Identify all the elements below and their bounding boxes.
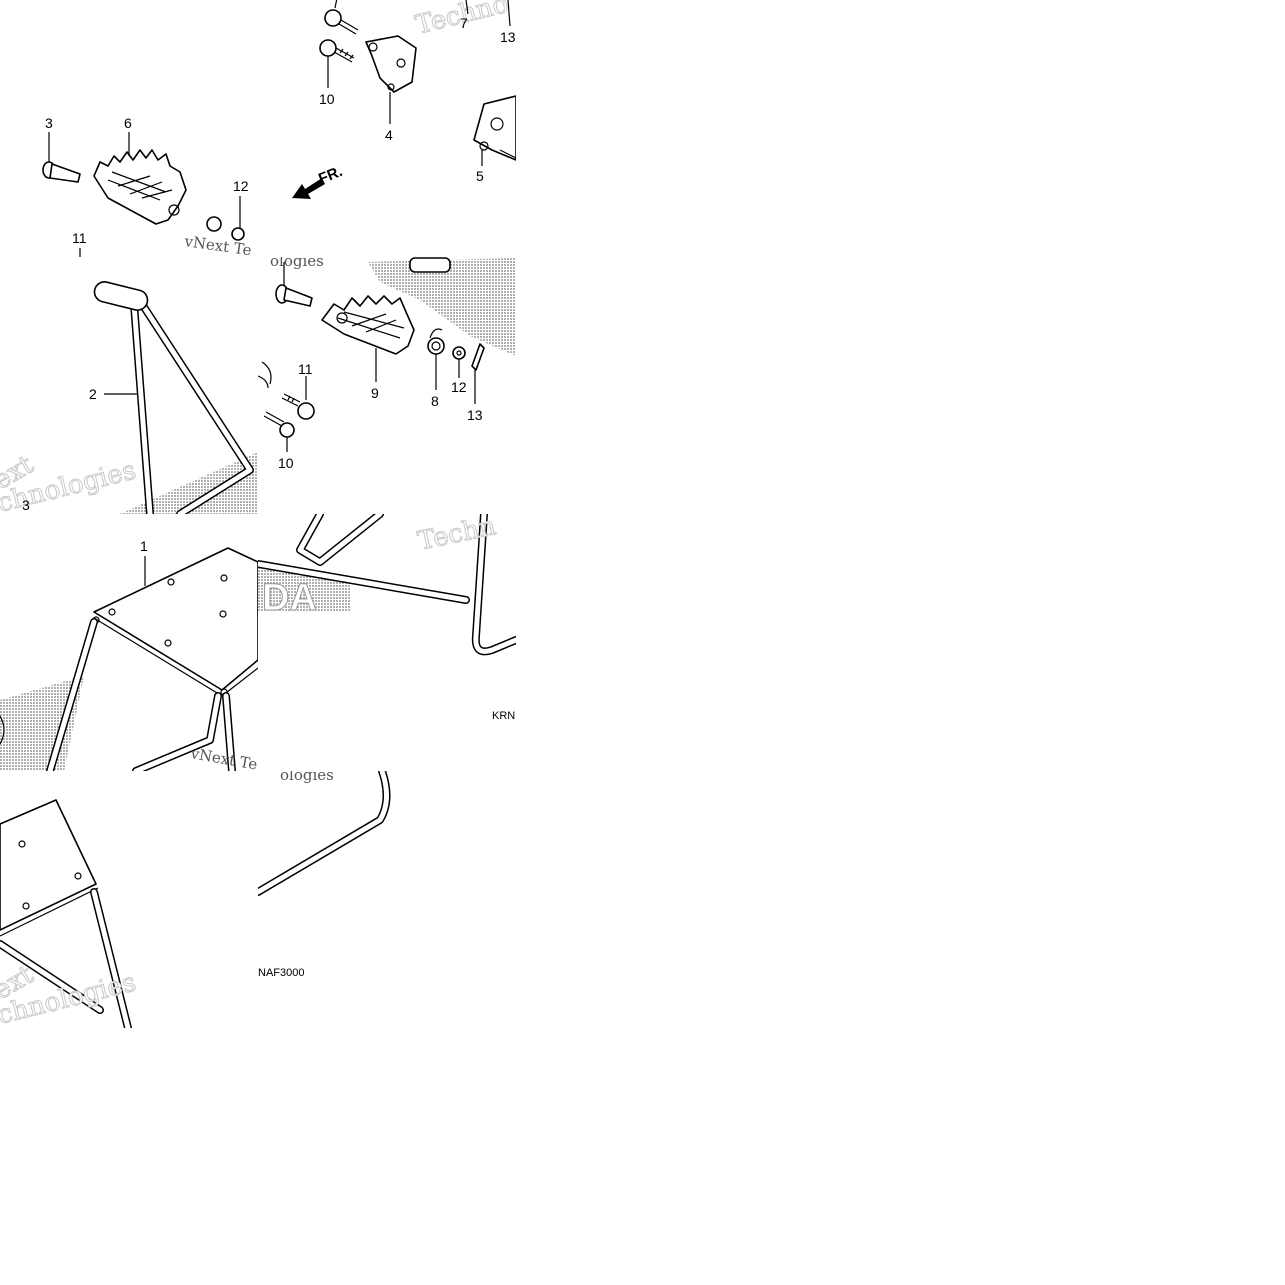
cotter-pin-13 — [471, 343, 485, 404]
tile-stand-frame-bottom: ologies NAF3000 — [258, 766, 391, 979]
watermark-text: Techn — [415, 511, 499, 557]
callout-1: 1 — [140, 538, 148, 554]
footpeg-bracket-4 — [365, 35, 417, 124]
watermark-text: ologies — [280, 766, 334, 784]
watermark-text: Techno — [412, 0, 511, 41]
stand-top-plate-1 — [92, 547, 258, 697]
callout-4: 4 — [385, 127, 393, 143]
stand-base-plate — [0, 799, 99, 937]
stand-base-rail — [258, 771, 391, 896]
callout-7: 7 — [460, 15, 468, 31]
front-direction-arrow: FR. — [292, 163, 345, 199]
tile-stand-frame-right: DA Techn KRN — [258, 511, 516, 722]
pin-3-right — [275, 262, 313, 307]
tile-right-footpeg: ologies — [258, 252, 516, 471]
pin-3 — [42, 132, 81, 183]
figure-code: KRN — [492, 710, 515, 722]
tile-stand-top: vNext Te 1 — [0, 538, 259, 774]
tile-left-footpeg: vNext Te 3 6 12 11 — [42, 115, 253, 257]
stand-frame-rails — [258, 514, 516, 656]
callout-12: 12 — [451, 379, 467, 395]
tile-stand-handle: ext chnologies 2 3 — [0, 281, 258, 514]
tile-stand-base: ext chnologies — [0, 799, 139, 1028]
footpeg-bracket-5 — [473, 95, 516, 166]
spring-8 — [427, 328, 445, 390]
bolt-upper — [324, 0, 359, 35]
callout-11: 11 — [72, 230, 87, 246]
bolt-11 — [258, 361, 315, 420]
callout-2: 2 — [89, 386, 97, 402]
stand-legs — [46, 618, 236, 771]
tile-bracket-bolts: Techno — [292, 0, 516, 199]
callout-3: 3 — [45, 115, 53, 131]
brand-wing-graphic — [120, 452, 258, 514]
bolt-10 — [319, 39, 355, 88]
callout-3: 3 — [22, 497, 30, 513]
callout-8: 8 — [431, 393, 439, 409]
spring-washer — [79, 196, 245, 257]
brand-wing-graphic — [368, 258, 516, 356]
callout-13: 13 — [467, 407, 483, 423]
footpeg-6 — [93, 132, 187, 225]
figure-code: NAF3000 — [258, 967, 304, 979]
callout-5: 5 — [476, 168, 484, 184]
stand-leg-2 — [93, 281, 254, 514]
callout-9: 9 — [371, 385, 379, 401]
stand-base-legs — [0, 888, 132, 1028]
callout-10: 10 — [319, 91, 335, 107]
watermark-text: ologies — [270, 252, 324, 270]
front-arrow-label: FR. — [316, 163, 345, 188]
bolt-10-right — [263, 411, 295, 452]
washer-12 — [452, 346, 466, 378]
callout-6: 6 — [124, 115, 132, 131]
footpeg-9 — [321, 295, 415, 382]
watermark-text: vNext Te — [188, 744, 259, 774]
brand-wordmark: DA — [262, 577, 317, 619]
callout-11: 11 — [298, 361, 313, 377]
brand-wing-graphic — [0, 676, 84, 771]
callout-10: 10 — [278, 455, 294, 471]
callout-12: 12 — [233, 178, 249, 194]
callout-13: 13 — [500, 29, 516, 45]
